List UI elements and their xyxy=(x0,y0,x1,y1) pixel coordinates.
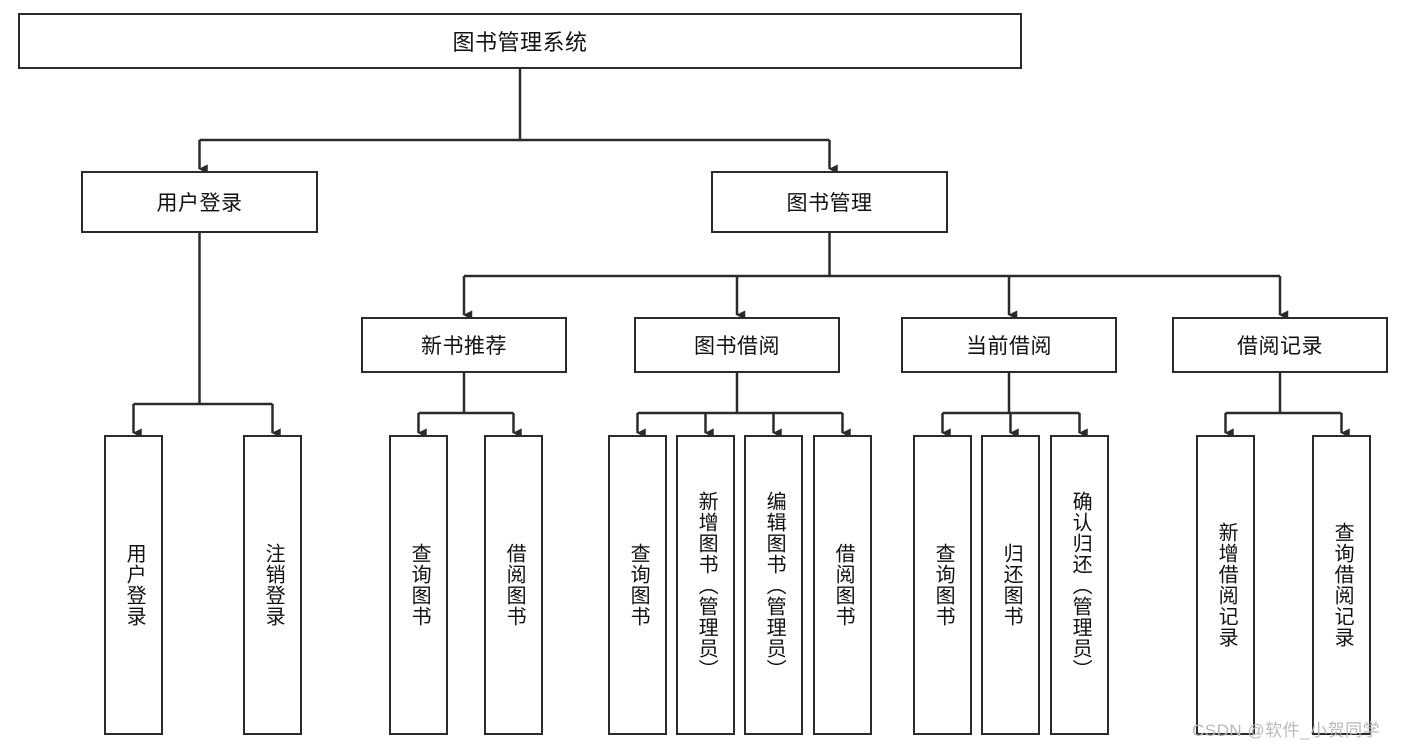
leaf-edit-book[interactable]: 编辑图书（管理员） xyxy=(744,435,803,735)
node-book-manage[interactable]: 图书管理 xyxy=(711,171,948,233)
node-current-borrow[interactable]: 当前借阅 xyxy=(901,317,1117,373)
node-book-borrow[interactable]: 图书借阅 xyxy=(634,317,840,373)
leaf-user-logout[interactable]: 注销登录 xyxy=(243,435,302,735)
node-new-book-recommend[interactable]: 新书推荐 xyxy=(361,317,567,373)
node-root[interactable]: 图书管理系统 xyxy=(18,13,1022,69)
leaf-query-book-1[interactable]: 查询图书 xyxy=(389,435,448,735)
csdn-watermark: CSDN @软件_小贺同学 xyxy=(1192,721,1381,740)
leaf-confirm-return[interactable]: 确认归还（管理员） xyxy=(1050,435,1109,735)
node-user-login[interactable]: 用户登录 xyxy=(81,171,318,233)
leaf-borrow-book-2[interactable]: 借阅图书 xyxy=(813,435,872,735)
leaf-add-record[interactable]: 新增借阅记录 xyxy=(1196,435,1255,735)
leaf-user-login[interactable]: 用户登录 xyxy=(104,435,163,735)
node-borrow-record[interactable]: 借阅记录 xyxy=(1172,317,1388,373)
leaf-add-book[interactable]: 新增图书（管理员） xyxy=(676,435,735,735)
leaf-query-book-3[interactable]: 查询图书 xyxy=(913,435,972,735)
leaf-return-book[interactable]: 归还图书 xyxy=(981,435,1040,735)
leaf-query-record[interactable]: 查询借阅记录 xyxy=(1312,435,1371,735)
leaf-query-book-2[interactable]: 查询图书 xyxy=(608,435,667,735)
leaf-borrow-book-1[interactable]: 借阅图书 xyxy=(484,435,543,735)
